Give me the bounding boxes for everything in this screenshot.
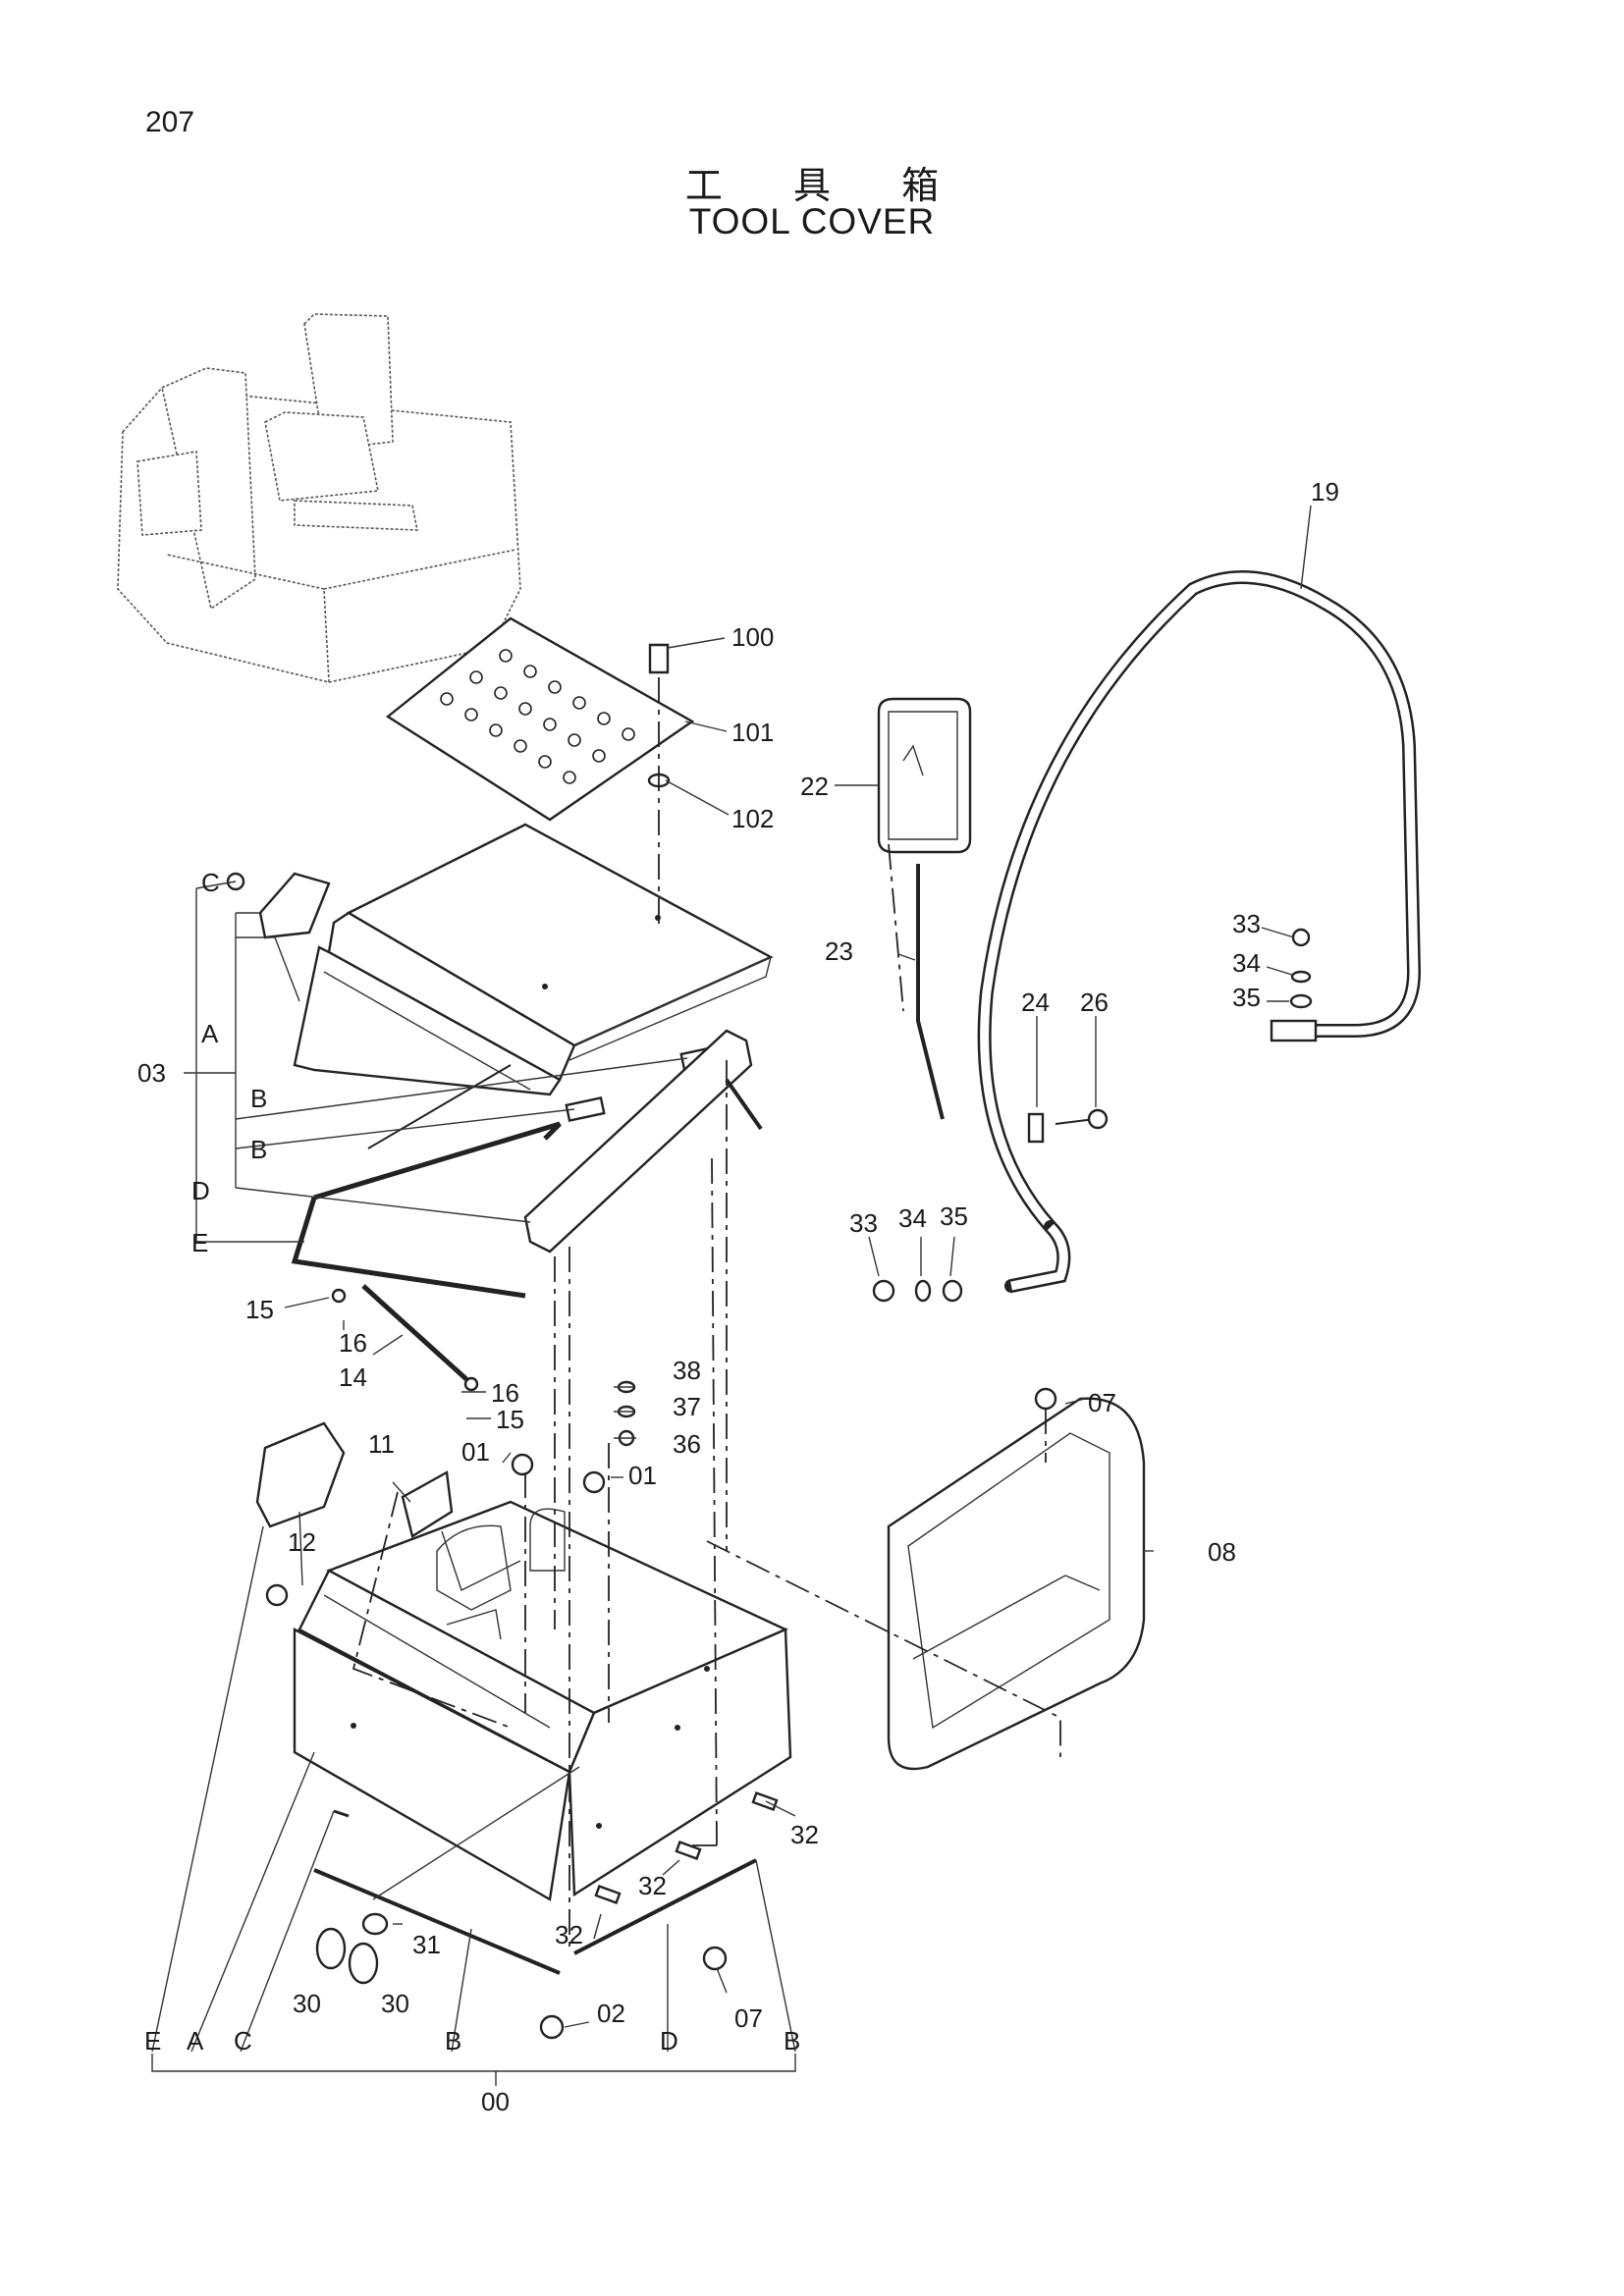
callout-32-right: 32 bbox=[790, 1820, 819, 1849]
bolt-07-bottom bbox=[702, 1946, 728, 1971]
callout-01-left: 01 bbox=[461, 1437, 490, 1467]
bracket-11 bbox=[401, 1470, 454, 1538]
callout-16-left: 16 bbox=[339, 1328, 367, 1358]
washer-35 bbox=[942, 1279, 963, 1303]
callout-11: 11 bbox=[368, 1429, 395, 1459]
seal-strip bbox=[725, 1078, 763, 1131]
callout-E-top: E bbox=[191, 1228, 208, 1257]
callout-D-bottom: D bbox=[660, 2026, 678, 2056]
bolt-01-left bbox=[511, 1453, 534, 1476]
bolt-33 bbox=[872, 1279, 895, 1303]
callout-E-bottom: E bbox=[144, 2026, 161, 2056]
callout-22: 22 bbox=[800, 772, 829, 801]
bolt-33-upper bbox=[1291, 928, 1311, 947]
bracket-24 bbox=[1027, 1112, 1045, 1144]
seal-strip-lower bbox=[313, 1868, 561, 1975]
mirror bbox=[877, 697, 972, 854]
callout-26: 26 bbox=[1080, 988, 1109, 1017]
callout-01-right: 01 bbox=[628, 1461, 657, 1490]
excavator-locator-drawing bbox=[117, 313, 521, 683]
callout-02: 02 bbox=[597, 1999, 625, 2028]
page-number: 207 bbox=[145, 106, 195, 138]
rubber-32b bbox=[675, 1841, 702, 1860]
callout-33-upper: 33 bbox=[1232, 909, 1261, 938]
grommet-30a bbox=[315, 1927, 347, 1970]
callout-07-top: 07 bbox=[1088, 1388, 1116, 1417]
callout-00: 00 bbox=[481, 2087, 510, 2116]
tool-box-body bbox=[293, 1500, 792, 1901]
callout-14: 14 bbox=[339, 1362, 367, 1392]
callout-34-upper: 34 bbox=[1232, 948, 1261, 978]
bolt-01-right bbox=[582, 1470, 606, 1494]
washer-34-upper bbox=[1290, 970, 1312, 984]
grommet-30b bbox=[348, 1942, 379, 1985]
callout-15-left: 15 bbox=[245, 1295, 274, 1324]
callout-C-bottom: C bbox=[234, 2026, 252, 2056]
washer-34 bbox=[914, 1279, 932, 1303]
callout-31: 31 bbox=[412, 1930, 441, 1959]
callout-34-lower: 34 bbox=[898, 1203, 927, 1233]
callout-33-lower: 33 bbox=[849, 1208, 878, 1238]
seal-ring-12-frame bbox=[255, 1421, 346, 1528]
hinge-rail bbox=[523, 1029, 753, 1254]
handrail-foot-upper bbox=[1270, 1019, 1318, 1042]
rod bbox=[367, 1064, 512, 1149]
bolt-02 bbox=[539, 2014, 565, 2040]
seal-strip-lower-2 bbox=[573, 1858, 757, 1955]
callout-30-right: 30 bbox=[381, 1989, 409, 2018]
callout-102: 102 bbox=[731, 804, 774, 833]
callout-36: 36 bbox=[673, 1429, 701, 1459]
rubber-32c bbox=[594, 1885, 622, 1904]
handrail bbox=[977, 570, 1422, 1234]
top-cover bbox=[293, 823, 774, 1096]
washer-35-upper bbox=[1289, 993, 1313, 1009]
callout-19: 19 bbox=[1311, 477, 1339, 507]
leader-lines bbox=[151, 505, 1312, 2086]
callout-12: 12 bbox=[288, 1527, 316, 1557]
door-seal bbox=[291, 1121, 562, 1299]
bolt-100 bbox=[648, 643, 670, 674]
callout-08: 08 bbox=[1208, 1537, 1236, 1567]
rubber-block-lower bbox=[565, 1096, 606, 1122]
callout-B-bottom-left: B bbox=[445, 2026, 461, 2056]
callout-B-top-1: B bbox=[250, 1084, 267, 1113]
callout-16-right: 16 bbox=[491, 1378, 519, 1408]
mirror-stay bbox=[916, 864, 945, 1120]
callout-15-right: 15 bbox=[496, 1405, 524, 1434]
page-title: TOOL COVER bbox=[688, 201, 936, 241]
callout-100: 100 bbox=[731, 622, 774, 652]
callout-37: 37 bbox=[673, 1392, 701, 1421]
hinge-bracket bbox=[258, 872, 331, 939]
alignment-lines bbox=[352, 677, 1061, 1953]
callout-B-top-2: B bbox=[250, 1135, 267, 1164]
callout-32-middle: 32 bbox=[638, 1871, 667, 1900]
floor-plate bbox=[385, 616, 695, 822]
callout-24: 24 bbox=[1021, 988, 1050, 1017]
callout-B-bottom-right: B bbox=[784, 2026, 800, 2056]
callout-03: 03 bbox=[137, 1058, 166, 1088]
callout-30-left: 30 bbox=[293, 1989, 321, 2018]
page-title-japanese: 工 具 箱 bbox=[684, 164, 969, 207]
callout-35-lower: 35 bbox=[940, 1201, 968, 1231]
callout-labels: 100 101 102 19 22 23 24 26 33 34 35 33 3… bbox=[137, 477, 1339, 2116]
callout-A-top: A bbox=[201, 1019, 219, 1048]
callout-D-top: D bbox=[191, 1176, 210, 1205]
side-door bbox=[887, 1397, 1146, 1771]
callout-101: 101 bbox=[731, 718, 774, 747]
callout-38: 38 bbox=[673, 1356, 701, 1385]
callout-35-upper: 35 bbox=[1232, 983, 1261, 1012]
callout-32-lower: 32 bbox=[555, 1920, 583, 1949]
callout-A-bottom: A bbox=[187, 2026, 204, 2056]
callout-07-bottom: 07 bbox=[734, 2003, 763, 2033]
callout-C-top: C bbox=[201, 868, 220, 897]
bolt-07-top bbox=[1034, 1387, 1057, 1411]
cap-31 bbox=[361, 1912, 389, 1936]
guide-strip bbox=[333, 1809, 350, 1818]
rubber-32a bbox=[751, 1791, 779, 1811]
bolt-12 bbox=[265, 1583, 289, 1607]
callout-23: 23 bbox=[825, 936, 853, 966]
gas-spring bbox=[361, 1284, 468, 1381]
